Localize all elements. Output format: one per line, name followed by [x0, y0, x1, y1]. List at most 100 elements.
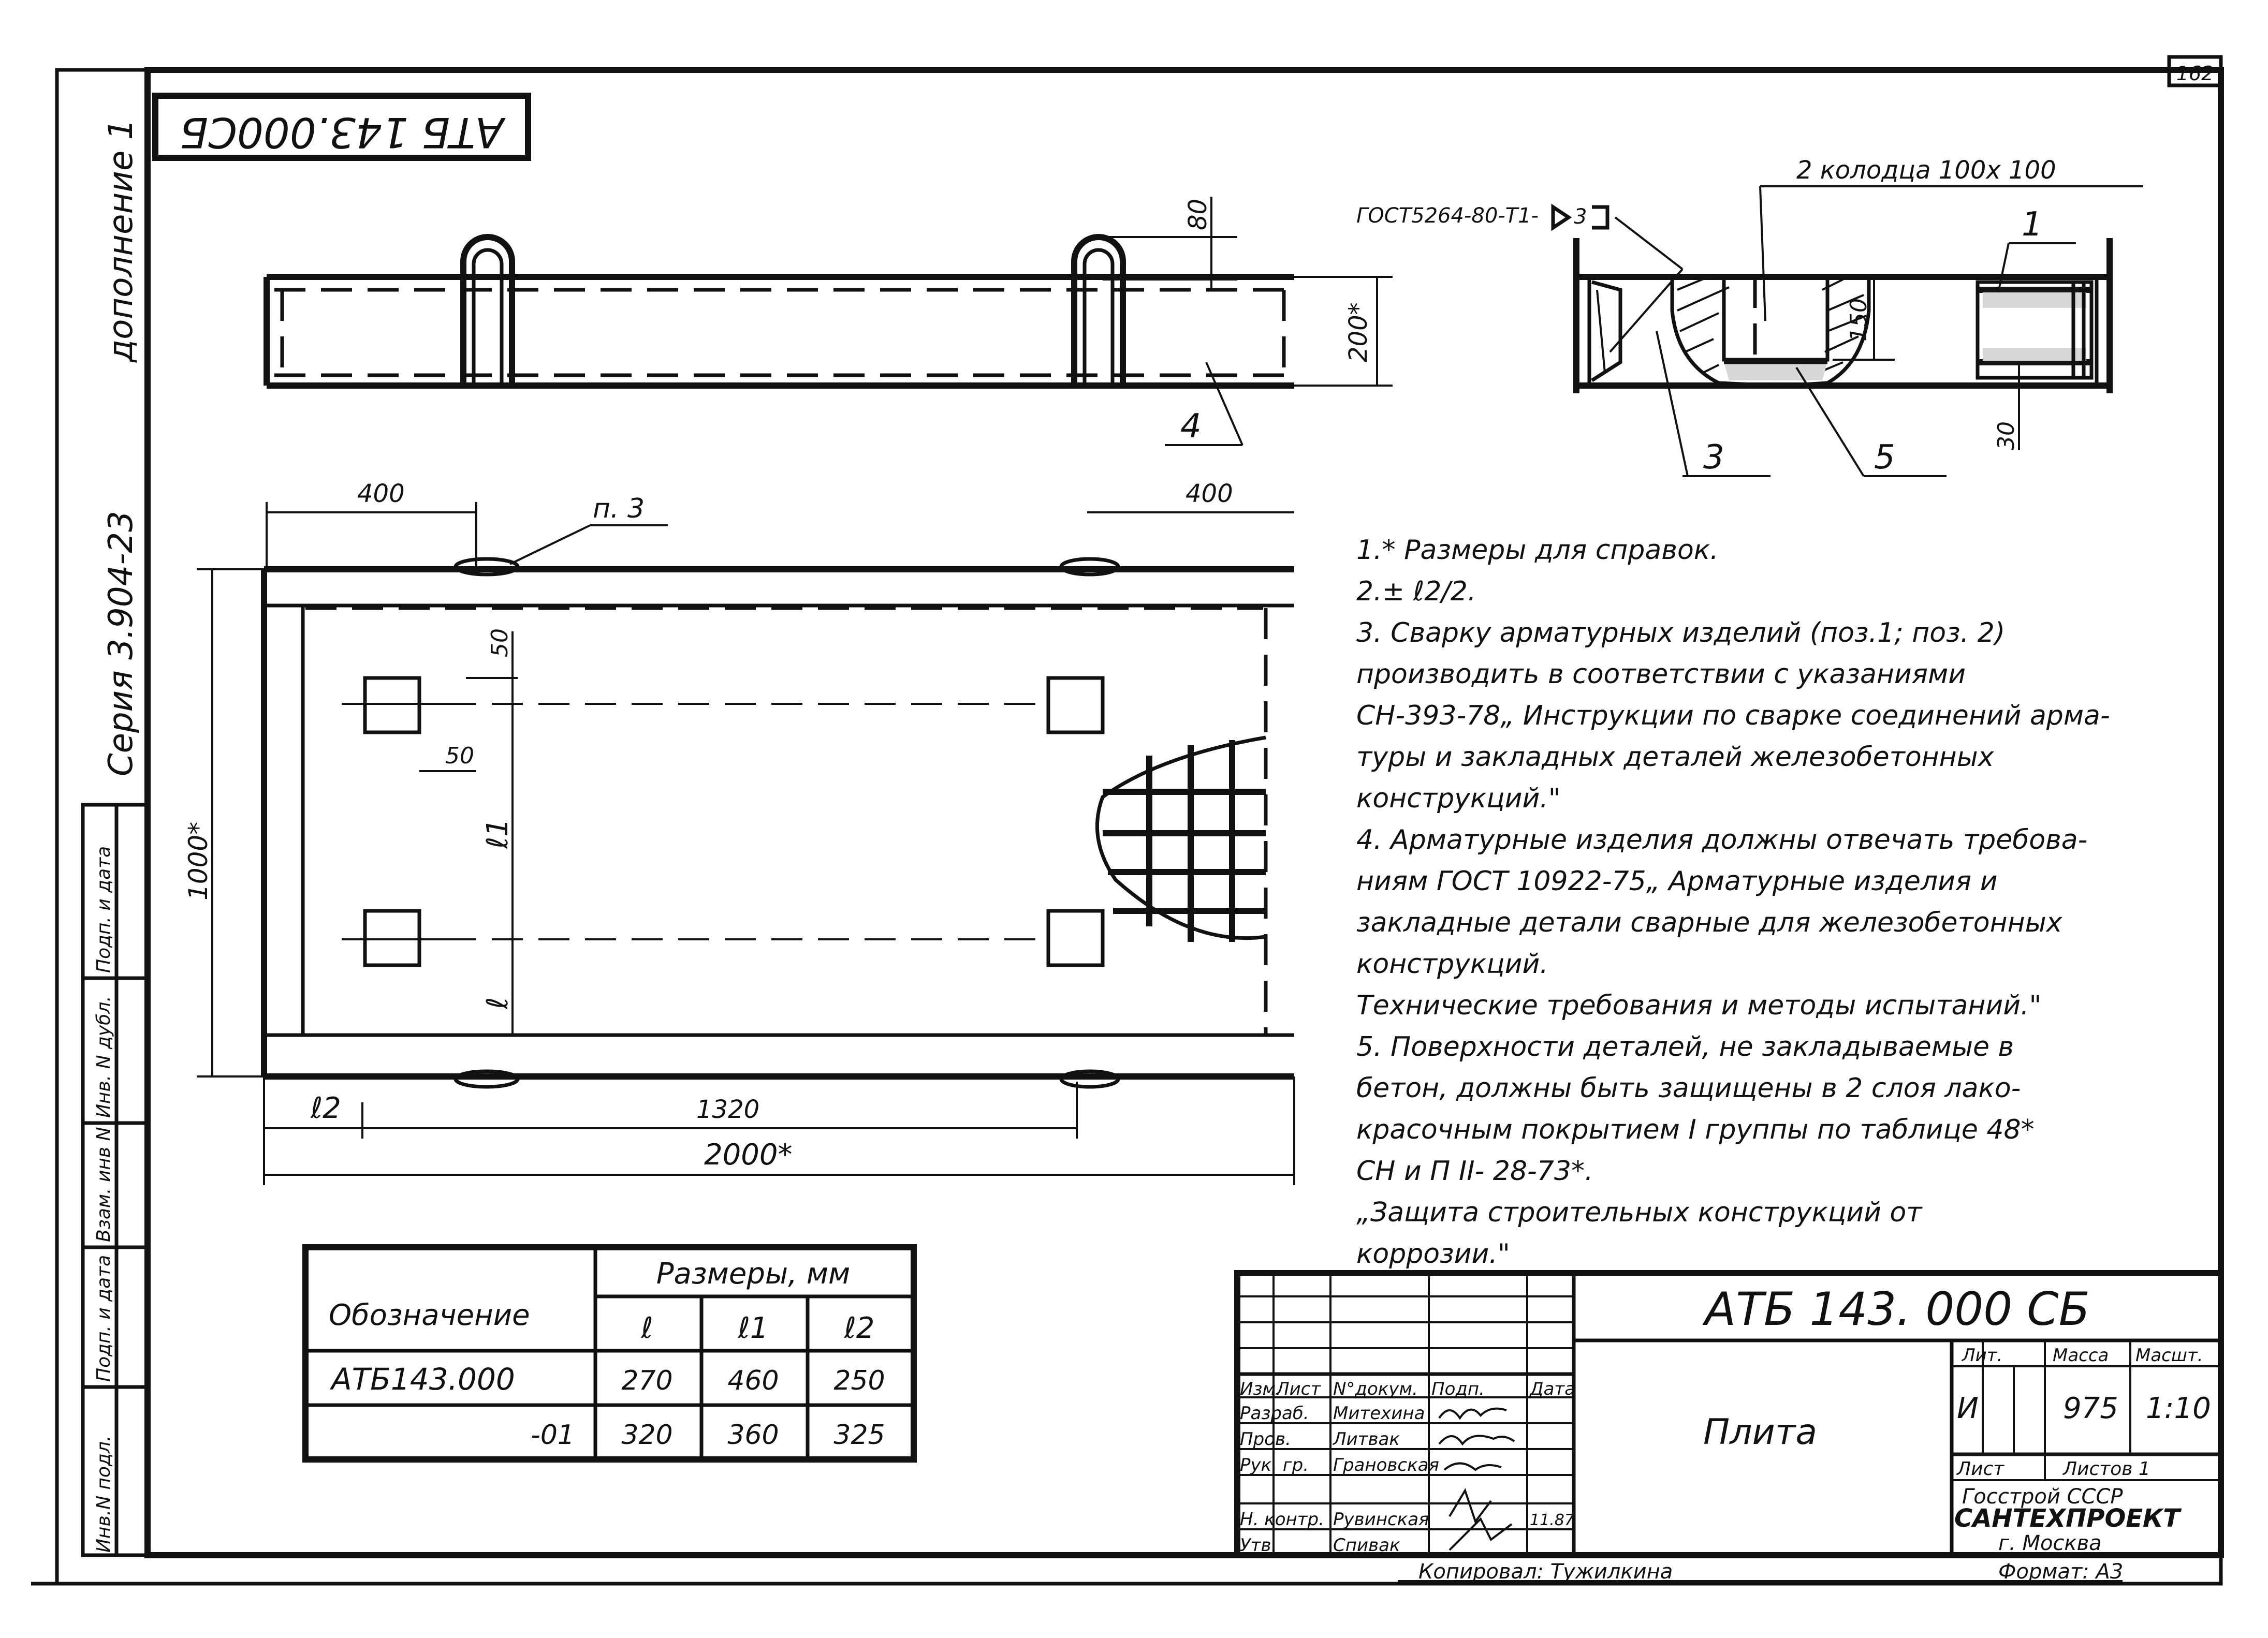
dim-400-left: 400	[357, 479, 405, 508]
dim-400-right: 400	[1186, 479, 1233, 508]
tb-scale-label: Масшт.	[2135, 1345, 2203, 1366]
svg-text:360: 360	[727, 1420, 779, 1451]
dim-l1: ℓ1	[481, 818, 515, 849]
tb-lit-label: Лит.	[1961, 1345, 2002, 1366]
tb-scale-value: 1:10	[2146, 1392, 2211, 1425]
table-header-designation: Обозначение	[329, 1298, 530, 1332]
svg-text:325: 325	[833, 1420, 885, 1451]
stamp-field-2: Подп. и дата	[93, 1255, 114, 1382]
top-view-elevation: 80 200* 4	[264, 197, 1393, 446]
table-col-l1: ℓ1	[738, 1311, 769, 1345]
tb-name: Плита	[1703, 1412, 1817, 1453]
note-line: конструкций."	[1356, 783, 1561, 814]
tb-person: Литвак	[1332, 1429, 1400, 1450]
tb-header-izm: Изм.	[1240, 1379, 1281, 1399]
tb-header-date: Дата	[1529, 1379, 1575, 1399]
section-dim-label: 2 колодца 100х 100	[1796, 156, 2056, 185]
dim-1320: 1320	[696, 1095, 759, 1124]
socket-bottom-right	[1046, 909, 1105, 967]
tb-sheets-label: Листов 1	[2062, 1458, 2150, 1480]
tb-mass-value: 975	[2063, 1392, 2118, 1425]
page-number-box: 162	[2167, 55, 2223, 87]
tb-code: АТБ 143. 000 СБ	[1702, 1282, 2090, 1336]
note-line: красочным покрытием I группы по таблице …	[1356, 1114, 2035, 1145]
weld-size: 3	[1574, 205, 1587, 229]
addendum-label: дополнение 1	[102, 119, 140, 363]
note-line: 2.± ℓ2/2.	[1356, 576, 1476, 607]
note-line: 1.* Размеры для справок.	[1356, 535, 1719, 566]
left-approval-stamp: Инв.N подл. Подп. и дата Взам. инв N Инв…	[81, 803, 150, 1557]
dim-l2: ℓ2	[310, 1091, 341, 1125]
series-label: Серия 3.904-23	[102, 511, 140, 776]
note-line: „Защита строительных конструкций от	[1356, 1197, 1923, 1228]
tb-header-sign: Подп.	[1431, 1379, 1485, 1399]
socket-block	[1670, 275, 1871, 388]
note-line: СН и П II- 28-73*.	[1356, 1156, 1593, 1187]
tb-sheet-label: Лист	[1956, 1458, 2004, 1480]
section-view: ГОСТ5264-80-Т1- 3 2 колодца 100х 100 1 1…	[1356, 156, 2143, 477]
rebar-cage	[1976, 280, 2094, 380]
format-label: Формат: А3	[1998, 1560, 2123, 1584]
dim-1000: 1000*	[183, 822, 213, 901]
tb-org-3: г. Москва	[1998, 1531, 2102, 1555]
note-line: Технические требования и методы испытани…	[1356, 990, 2041, 1021]
tb-person: Грановская	[1333, 1455, 1439, 1475]
tb-lit-value: И	[1957, 1392, 1979, 1425]
copied-by: Копировал: Тужилкина	[1418, 1560, 1673, 1584]
dim-80: 80	[1183, 199, 1212, 230]
note-line: коррозии."	[1356, 1238, 1510, 1270]
dim-l: ℓ	[481, 997, 515, 1010]
plan-view: 400 400 п. 3 50 50 ℓ1 ℓ 1000* ℓ2 1320 20…	[183, 479, 1295, 1185]
tb-org-1: Госстрой СССР	[1962, 1485, 2123, 1509]
tb-person: Митехина	[1333, 1403, 1425, 1424]
sheet-frame	[31, 67, 2224, 1586]
weld-gost-label: ГОСТ5264-80-Т1-	[1356, 204, 1539, 228]
tb-role: Разраб.	[1240, 1403, 1309, 1424]
note-line: 3. Сварку арматурных изделий (поз.1; поз…	[1356, 617, 2005, 648]
tb-header-list: Лист	[1275, 1379, 1321, 1399]
stamp-field-1: Инв.N подл.	[93, 1436, 114, 1553]
note-line: ниям ГОСТ 10922-75„ Арматурные изделия и	[1356, 866, 1998, 897]
note-line: закладные детали сварные для железобетон…	[1356, 907, 2063, 938]
page-number: 162	[2176, 62, 2214, 85]
tb-org-2: САНТЕХПРОЕКТ	[1954, 1504, 2182, 1533]
leader-4: 4	[1180, 407, 1202, 446]
svg-text:460: 460	[727, 1365, 779, 1396]
table-header-sizes: Размеры, мм	[656, 1257, 850, 1291]
note-line: 4. Арматурные изделия должны отвечать тр…	[1356, 824, 2087, 855]
tb-header-doc: N°докум.	[1333, 1379, 1418, 1399]
tb-role: Рук. гр.	[1240, 1455, 1309, 1475]
leader-1: 1	[2022, 205, 2043, 244]
item-p3: п. 3	[593, 493, 645, 524]
lifting-loop-right	[1071, 234, 1126, 386]
mirrored-code-box: АТБ 143.000СБ	[152, 93, 531, 161]
note-line: 5. Поверхности деталей, не закладываемые…	[1356, 1031, 2014, 1063]
tb-role: Н. контр.	[1240, 1509, 1324, 1530]
tb-mass-label: Масса	[2053, 1345, 2109, 1366]
stamp-field-3: Взам. инв N	[93, 1127, 114, 1242]
table-row: АТБ143.000 270 460 250	[329, 1362, 885, 1397]
dim-150: 150	[1846, 298, 1872, 342]
tb-role: Пров.	[1240, 1429, 1291, 1450]
note-line: СН-393-78„ Инструкции по сварке соединен…	[1356, 700, 2110, 731]
tb-date-value: 11.87	[1530, 1511, 1574, 1529]
note-line: бетон, должны быть защищены в 2 слоя лак…	[1356, 1073, 2021, 1104]
socket-top-left	[363, 676, 421, 734]
svg-text:270: 270	[621, 1365, 672, 1396]
socket-bottom-left	[363, 909, 421, 967]
mirrored-code: АТБ 143.000СБ	[180, 108, 506, 156]
svg-text:-01: -01	[531, 1420, 575, 1451]
dim-50-horizontal: 50	[445, 743, 474, 769]
svg-text:250: 250	[833, 1365, 885, 1396]
stamp-field-5: Подп. и дата	[93, 846, 114, 973]
leader-3: 3	[1703, 438, 1724, 477]
dim-200: 200*	[1344, 302, 1373, 362]
note-line: туры и закладных деталей железобетонных	[1356, 742, 1995, 773]
rebar-breakout	[1095, 735, 1266, 942]
svg-text:320: 320	[621, 1420, 672, 1451]
dim-30: 30	[1993, 421, 2020, 450]
table-col-l: ℓ	[640, 1311, 653, 1345]
dimensions-table: Обозначение Размеры, мм ℓ ℓ1 ℓ2 АТБ143.0…	[302, 1244, 917, 1463]
table-col-l2: ℓ2	[844, 1311, 875, 1345]
